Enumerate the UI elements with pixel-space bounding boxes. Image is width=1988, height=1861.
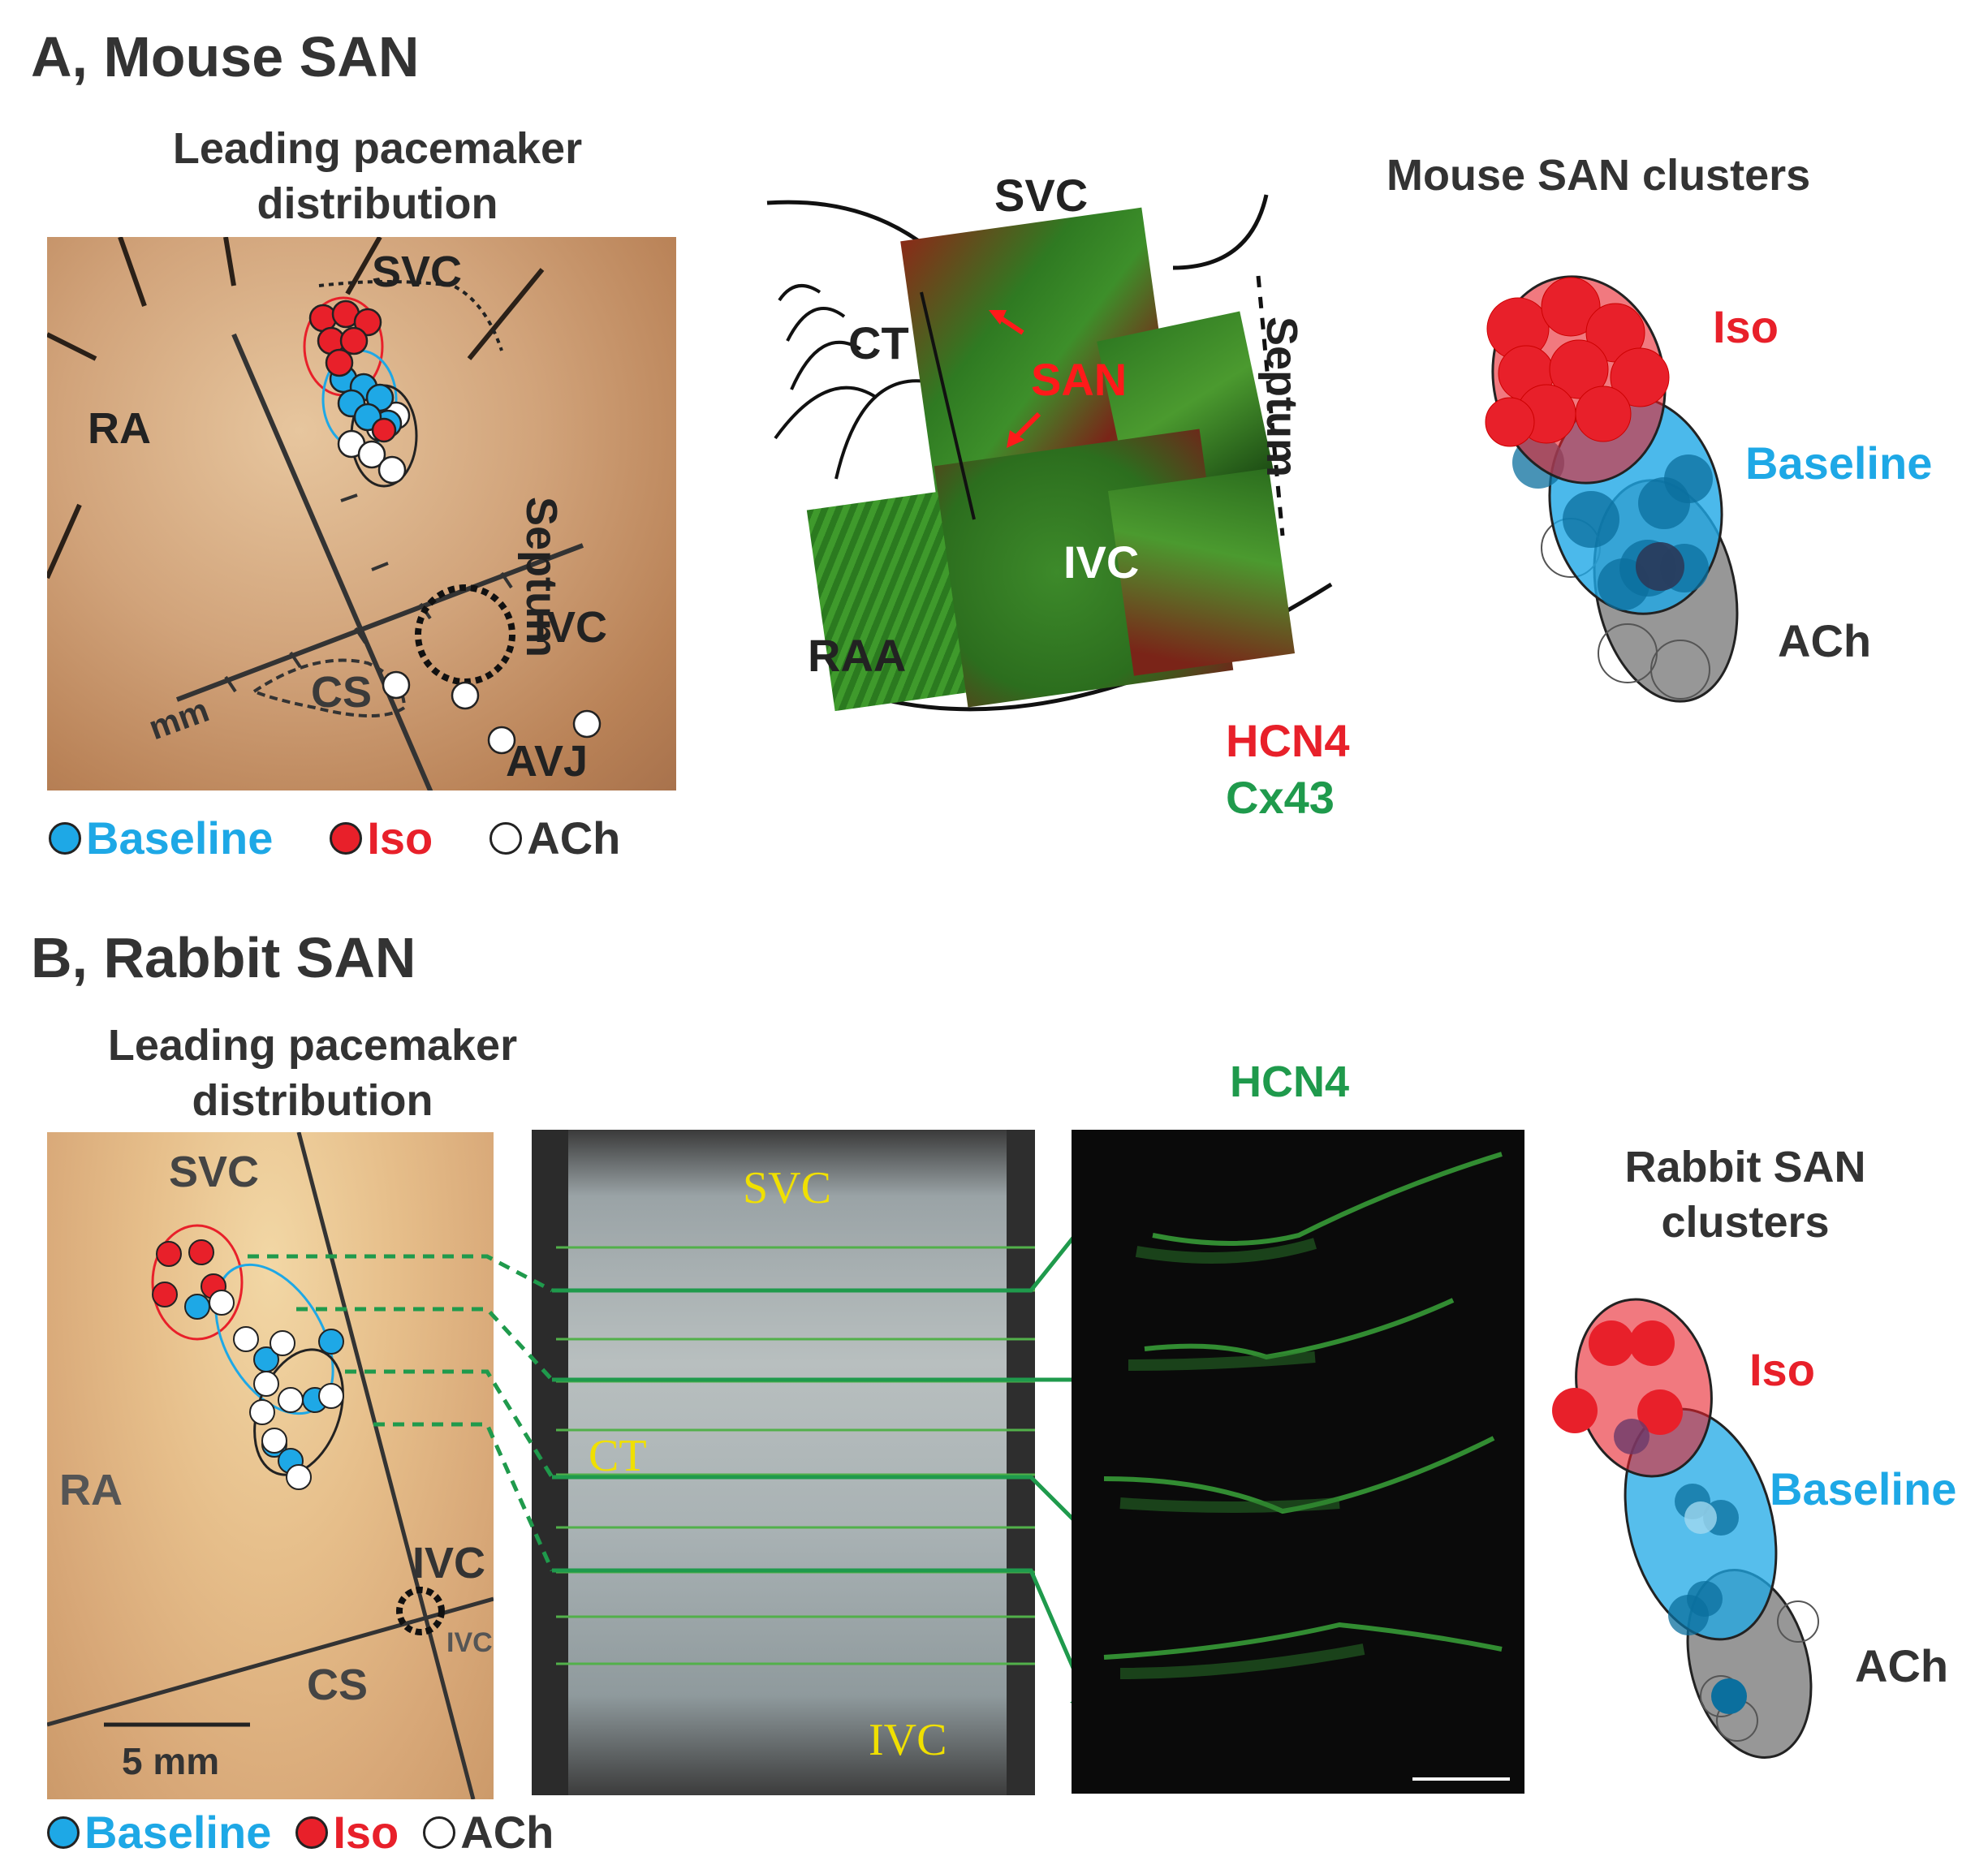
hcn4-title: HCN4 <box>1230 1058 1350 1106</box>
ach-legend-dot <box>489 821 523 855</box>
rabbit-tissue-photo: SVC CT IVC <box>532 1130 1035 1795</box>
hcn4-section-traces <box>1103 1152 1510 1781</box>
rabbit-cluster-iso-label: Iso <box>1749 1344 1815 1395</box>
legend-baseline-label: Baseline <box>84 1807 272 1858</box>
mouse-clusters-title: Mouse SAN clusters <box>1386 151 1811 200</box>
rabbit-map-scale-label: 5 mm <box>122 1740 220 1782</box>
mouse-histology-section: SVC CT SAN Septum IVC RAA <box>763 170 1396 812</box>
iso-legend-dot <box>330 821 363 855</box>
panel-b-map-title: Leading pacemaker distribution <box>107 1021 518 1125</box>
photo-ct-label: CT <box>589 1431 647 1481</box>
stain-cx43-label: Cx43 <box>1226 772 1335 823</box>
ach-legend-dot <box>423 1816 456 1849</box>
photo-svc-label: SVC <box>743 1163 831 1213</box>
rabbit-map-cs-label: CS <box>307 1661 369 1709</box>
legend-iso-label: Iso <box>367 812 433 864</box>
mouse-map-ivc-label: IVC <box>534 603 608 652</box>
mouse-map-overlay <box>47 237 602 790</box>
legend-iso-label: Iso <box>333 1807 399 1858</box>
rabbit-atrial-map: SVC RA IVC IVC CS 5 mm <box>47 1132 494 1799</box>
mouse-cluster-baseline-label: Baseline <box>1745 437 1933 489</box>
rabbit-map-ivc-small-label: IVC <box>446 1627 493 1658</box>
mouse-atrial-map: SVC RA Septum IVC CS mm AVJ <box>47 237 676 790</box>
iso-legend-dot <box>295 1816 329 1849</box>
mouse-map-avj-label: AVJ <box>506 737 589 786</box>
rabbit-clusters-title: Rabbit SAN clusters <box>1624 1143 1866 1247</box>
hcn4-section-panel <box>1072 1130 1524 1794</box>
rabbit-map-ra-label: RA <box>59 1466 123 1514</box>
legend-baseline-label: Baseline <box>86 812 274 864</box>
legend-ach-label: ACh <box>460 1807 554 1858</box>
legend-ach-label: ACh <box>527 812 621 864</box>
histology-septum-label: Septum <box>1257 317 1306 478</box>
baseline-legend-dot <box>49 821 81 855</box>
panel-a-heading: A, Mouse SAN <box>31 25 420 88</box>
photo-ivc-label: IVC <box>869 1715 947 1765</box>
rabbit-map-svc-label: SVC <box>169 1148 260 1196</box>
mouse-map-ra-label: RA <box>88 404 151 453</box>
histology-svc-label: SVC <box>994 170 1089 221</box>
mouse-map-svc-label: SVC <box>372 248 463 296</box>
rabbit-cluster-baseline-label: Baseline <box>1770 1463 1957 1514</box>
baseline-legend-dot <box>47 1816 80 1849</box>
rabbit-map-overlay <box>47 1132 494 1799</box>
histology-raa-label: RAA <box>808 630 907 681</box>
histology-ivc-label: IVC <box>1063 536 1140 588</box>
rabbit-cluster-ach-label: ACh <box>1855 1640 1949 1691</box>
stain-hcn4-label: HCN4 <box>1226 715 1350 766</box>
mouse-map-cs-label: CS <box>311 668 373 717</box>
rabbit-map-ivc-label: IVC <box>412 1539 486 1587</box>
san-arrows <box>920 291 1041 520</box>
mouse-cluster-iso-label: Iso <box>1713 301 1779 352</box>
histology-san-label: SAN <box>1031 354 1128 405</box>
panel-a-map-title: Leading pacemaker distribution <box>172 124 583 228</box>
histology-ct-label: CT <box>848 317 909 368</box>
panel-b-heading: B, Rabbit SAN <box>31 926 416 989</box>
panel-a-legend: Baseline Iso ACh <box>49 812 620 864</box>
mouse-cluster-ach-label: ACh <box>1778 615 1872 666</box>
panel-b-legend: Baseline Iso ACh <box>47 1806 554 1859</box>
